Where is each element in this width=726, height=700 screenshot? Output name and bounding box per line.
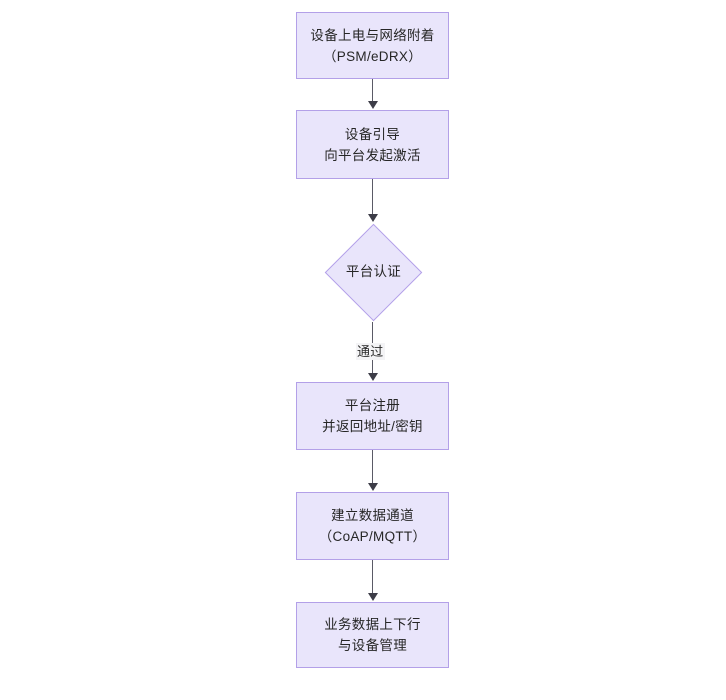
arrowhead-n2-n3-icon: [368, 214, 378, 222]
node-device-bootstrap-line2: 向平台发起激活: [324, 147, 421, 163]
node-platform-register-line1: 平台注册: [344, 398, 401, 413]
node-device-bootstrap-line1: 设备引导: [344, 126, 401, 142]
node-establish-data-channel-line2: （CoAP/MQTT）: [318, 529, 427, 544]
node-device-bootstrap[interactable]: 设备引导 向平台发起激活: [296, 110, 449, 179]
connector-n2-n3: [372, 179, 374, 215]
node-device-power-on[interactable]: 设备上电与网络附着 （PSM/eDRX）: [296, 12, 449, 79]
connector-n1-n2: [372, 79, 374, 102]
node-device-power-on-line1: 设备上电与网络附着: [310, 27, 435, 43]
arrowhead-n4-n5-icon: [368, 483, 378, 491]
node-platform-register[interactable]: 平台注册 并返回地址/密钥: [296, 382, 449, 450]
arrowhead-n5-n6-icon: [368, 593, 378, 601]
node-platform-register-line2: 并返回地址/密钥: [322, 419, 423, 434]
connector-n5-n6: [372, 560, 374, 594]
node-establish-data-channel[interactable]: 建立数据通道 （CoAP/MQTT）: [296, 492, 449, 560]
node-establish-data-channel-line1: 建立数据通道: [331, 508, 414, 523]
arrowhead-n3-n4-icon: [368, 373, 378, 381]
node-device-power-on-line2: （PSM/eDRX）: [322, 48, 423, 64]
node-business-data-line1: 业务数据上下行: [324, 617, 421, 632]
edge-label-pass: 通过: [356, 343, 385, 360]
node-business-data-line2: 与设备管理: [338, 638, 407, 653]
arrowhead-n1-n2-icon: [368, 101, 378, 109]
node-platform-auth-decision[interactable]: 平台认证: [324, 223, 423, 321]
connector-n4-n5: [372, 450, 374, 484]
node-business-data-uplink-downlink[interactable]: 业务数据上下行 与设备管理: [296, 602, 449, 668]
node-platform-auth-label: 平台认证: [345, 264, 402, 279]
